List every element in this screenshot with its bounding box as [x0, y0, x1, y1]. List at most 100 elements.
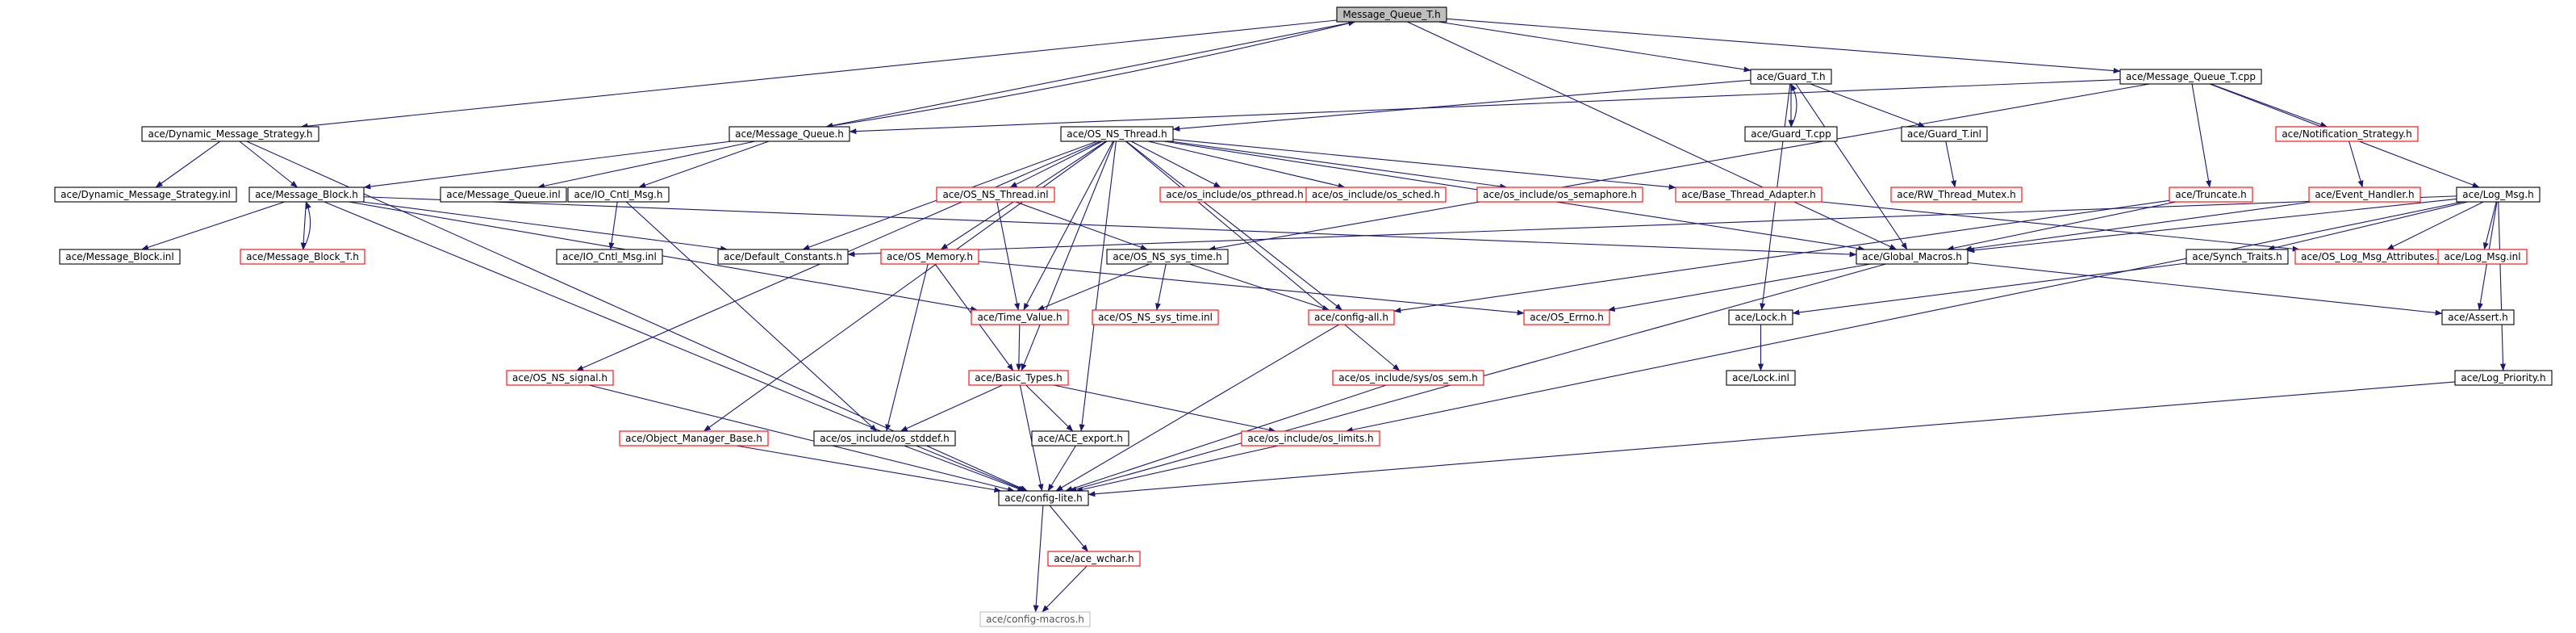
node-osnst-inl[interactable]: ace/OS_NS_Thread.inl	[936, 187, 1055, 203]
node-mbt-h[interactable]: ace/Message_Block_T.h	[240, 249, 365, 265]
node-mq-inl[interactable]: ace/Message_Queue.inl	[440, 187, 567, 203]
node-dms-inl[interactable]: ace/Dynamic_Message_Strategy.inl	[54, 187, 237, 203]
node-label: ace/IO_Cntl_Msg.inl	[562, 251, 657, 262]
node-lma-h[interactable]: ace/OS_Log_Msg_Attributes.h	[2294, 249, 2450, 265]
node-root[interactable]: Message_Queue_T.h	[1336, 6, 1447, 23]
edge-mbt-h-to-mb-h	[303, 201, 311, 250]
node-label: ace/Base_Thread_Adapter.h	[1681, 189, 1815, 200]
edge-ioctl-h-to-ioctl-inl	[608, 201, 618, 250]
node-bta-h[interactable]: ace/Base_Thread_Adapter.h	[1675, 187, 1822, 203]
node-label: ace/Event_Handler.h	[2315, 189, 2414, 200]
edge-osnst-h-to-tv-h	[1023, 140, 1114, 311]
node-mq-h[interactable]: ace/Message_Queue.h	[729, 126, 850, 142]
node-sched-h[interactable]: ace/os_include/os_sched.h	[1305, 187, 1447, 203]
node-rwmutex-h[interactable]: ace/RW_Thread_Mutex.h	[1890, 187, 2023, 203]
node-ioctl-h[interactable]: ace/IO_Cntl_Msg.h	[567, 187, 670, 203]
node-sema-h[interactable]: ace/os_include/os_semaphore.h	[1476, 187, 1643, 203]
edge-osnst-inl-to-osnstime-h	[1015, 201, 1148, 250]
node-lock-h[interactable]: ace/Lock.h	[1728, 309, 1793, 325]
node-label: ace/RW_Thread_Mutex.h	[1897, 189, 2015, 200]
node-logmsg-h[interactable]: ace/Log_Msg.h	[2456, 187, 2541, 203]
edge-dms-h-to-mb-h	[239, 140, 299, 188]
node-cfgall-h[interactable]: ace/config-all.h	[1308, 309, 1395, 325]
edge-root-to-mq-h	[825, 21, 1355, 128]
edge-osnstime-h-to-tv-h	[1037, 263, 1150, 311]
node-box	[2275, 126, 2419, 142]
node-errno-h[interactable]: ace/OS_Errno.h	[1523, 309, 1610, 325]
node-label: ace/os_include/os_semaphore.h	[1483, 189, 1637, 200]
edge-bta-h-to-lma-h	[1821, 201, 2300, 252]
node-cfglite-h[interactable]: ace/config-lite.h	[998, 490, 1089, 506]
node-wchar-h[interactable]: ace/ace_wchar.h	[1047, 551, 1141, 567]
node-ioctl-inl[interactable]: ace/IO_Cntl_Msg.inl	[556, 249, 663, 265]
node-label: ace/os_include/sys/os_sem.h	[1338, 372, 1477, 384]
node-box	[1675, 187, 1822, 203]
node-mb-h[interactable]: ace/Message_Block.h	[248, 187, 365, 203]
node-notif-h[interactable]: ace/Notification_Strategy.h	[2275, 126, 2419, 142]
node-pthread-h[interactable]: ace/os_include/os_pthread.h	[1159, 187, 1310, 203]
node-dms-h[interactable]: ace/Dynamic_Message_Strategy.h	[141, 126, 319, 142]
node-box	[2186, 249, 2289, 265]
node-cfgmac-h[interactable]: ace/config-macros.h	[979, 611, 1091, 627]
edge-mb-h-to-mb-inl	[141, 201, 286, 250]
node-logmsg-inl[interactable]: ace/Log_Msg.inl	[2437, 249, 2528, 265]
edge-bt-h-to-export-h	[1025, 384, 1074, 432]
node-omb-h[interactable]: ace/Object_Manager_Base.h	[619, 430, 769, 446]
node-label: ace/os_include/os_stddef.h	[820, 433, 949, 444]
node-label: ace/Guard_T.cpp	[1751, 128, 1831, 140]
node-guard-h[interactable]: ace/Guard_T.h	[1750, 69, 1832, 85]
node-label: ace/OS_NS_sys_time.h	[1113, 251, 1221, 262]
node-trunc-h[interactable]: ace/Truncate.h	[2169, 187, 2253, 203]
node-label: ace/Global_Macros.h	[1862, 251, 1962, 262]
node-guard-cpp[interactable]: ace/Guard_T.cpp	[1744, 126, 1838, 142]
node-box	[1856, 249, 1969, 265]
node-label: ace/config-macros.h	[986, 614, 1084, 625]
node-osnst-h[interactable]: ace/OS_NS_Thread.h	[1060, 126, 1174, 142]
node-box	[1726, 370, 1796, 386]
node-guard-inl[interactable]: ace/Guard_T.inl	[1901, 126, 1988, 142]
node-limits-h[interactable]: ace/os_include/os_limits.h	[1241, 430, 1380, 446]
edge-osnst-h-to-pthread-h	[1130, 140, 1221, 188]
node-osnstime-inl[interactable]: ace/OS_NS_sys_time.inl	[1092, 309, 1219, 325]
node-label: ace/OS_Log_Msg_Attributes.h	[2301, 251, 2444, 262]
node-assert-h[interactable]: ace/Assert.h	[2441, 309, 2515, 325]
node-defc-h[interactable]: ace/Default_Constants.h	[717, 249, 849, 265]
edge-guard-h-to-osnst-h	[1172, 79, 1751, 132]
node-label: ace/Truncate.h	[2175, 189, 2247, 200]
node-box	[1332, 370, 1484, 386]
node-mqt-cpp[interactable]: ace/Message_Queue_T.cpp	[2119, 69, 2262, 85]
node-label: ace/Synch_Traits.h	[2192, 251, 2282, 262]
edge-osnst-h-to-ossem-h	[1125, 140, 1401, 371]
edge-osnst-h-to-bt-h	[1021, 140, 1115, 371]
node-gmac-h[interactable]: ace/Global_Macros.h	[1856, 249, 1969, 265]
node-osnstime-h[interactable]: ace/OS_NS_sys_time.h	[1106, 249, 1229, 265]
edge-mb-h-to-mbt-h	[300, 201, 307, 250]
node-evh-h[interactable]: ace/Event_Handler.h	[2308, 187, 2421, 203]
edge-mb-h-to-gmac-h	[363, 196, 1857, 258]
node-stddef-h[interactable]: ace/os_include/os_stddef.h	[813, 430, 956, 446]
edge-logmsg-h-to-logmsg-inl	[2482, 201, 2497, 250]
edge-root-to-mqt-cpp	[1446, 18, 2121, 74]
node-label: ace/Object_Manager_Base.h	[625, 433, 762, 444]
node-export-h[interactable]: ace/ACE_export.h	[1031, 430, 1129, 446]
node-label: ace/Message_Queue_T.cpp	[2126, 71, 2256, 82]
edge-osnstime-h-to-cfgall-h	[1189, 263, 1330, 311]
node-bt-h[interactable]: ace/Basic_Types.h	[968, 370, 1069, 386]
node-signal-h[interactable]: ace/OS_NS_signal.h	[506, 370, 614, 386]
node-box	[2169, 187, 2253, 203]
edge-mb-h-to-cfglite-h	[324, 201, 1027, 492]
node-box	[1750, 69, 1832, 85]
edge-mqt-cpp-to-osnstime-h	[1208, 83, 2150, 252]
node-tv-h[interactable]: ace/Time_Value.h	[971, 309, 1069, 325]
node-ossem-h[interactable]: ace/os_include/sys/os_sem.h	[1332, 370, 1484, 386]
node-box	[1476, 187, 1643, 203]
node-box	[506, 370, 614, 386]
node-logprio-h[interactable]: ace/Log_Priority.h	[2454, 370, 2553, 386]
node-mb-inl[interactable]: ace/Message_Block.inl	[59, 249, 181, 265]
node-synch-h[interactable]: ace/Synch_Traits.h	[2186, 249, 2289, 265]
node-osmem-h[interactable]: ace/OS_Memory.h	[880, 249, 979, 265]
node-label: ace/OS_Errno.h	[1530, 312, 1604, 323]
node-lock-inl[interactable]: ace/Lock.inl	[1726, 370, 1796, 386]
node-label: ace/Message_Block.h	[255, 189, 358, 200]
